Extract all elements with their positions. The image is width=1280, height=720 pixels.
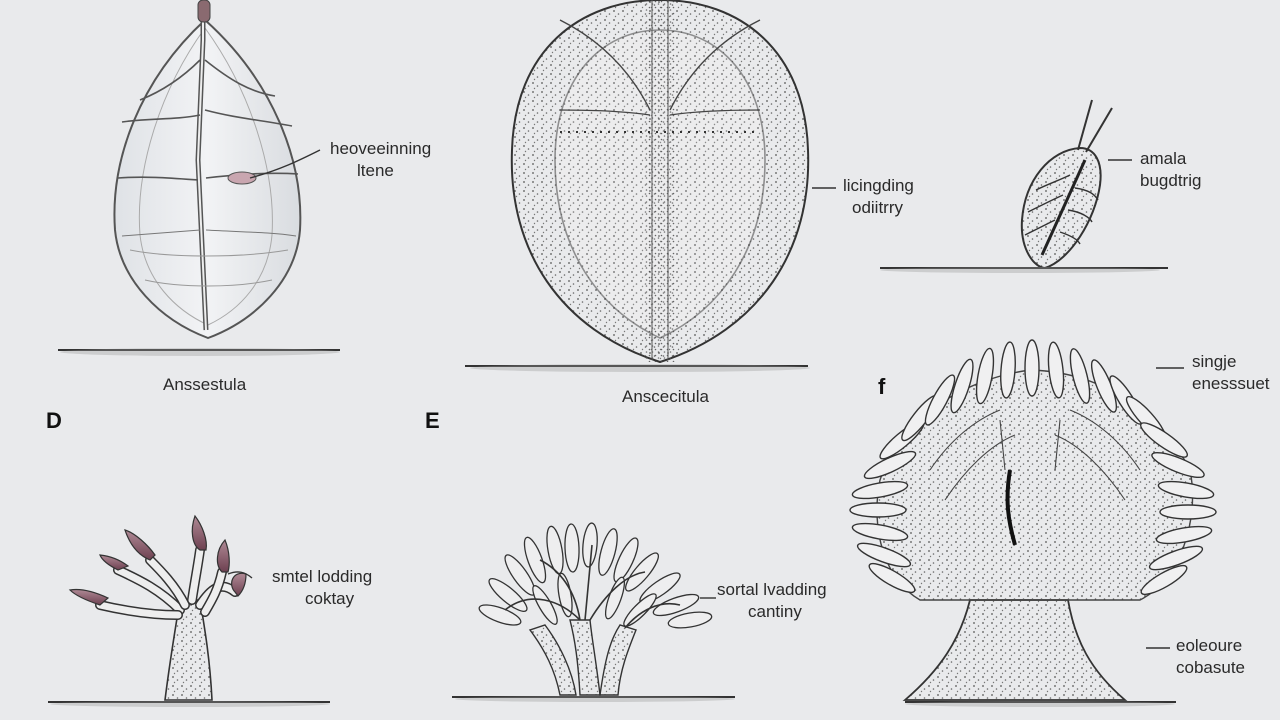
panel-c-callout-line1: amala — [1140, 149, 1187, 168]
panel-c-callout-line2: bugdtrig — [1140, 171, 1202, 190]
panel-a-callout-line1: heoveeinning — [330, 139, 432, 158]
panel-c-seed — [880, 99, 1168, 273]
panel-d-budding — [48, 514, 330, 707]
panel-f-callout-bottom-line2: cobasute — [1176, 658, 1245, 677]
panel-d-letter: D — [46, 408, 62, 433]
panel-b-oval — [465, 0, 836, 372]
panel-f-letter: f — [878, 374, 886, 399]
panel-b-callout-line2: odiitrry — [852, 198, 904, 217]
panel-e-branching — [452, 522, 735, 702]
panel-a-caption: Anssestula — [163, 375, 247, 394]
panel-e-letter: E — [425, 408, 440, 433]
panel-f-callout-top-line2: enesssuet — [1192, 374, 1270, 393]
panel-e-callout-line1: sortal lvadding — [717, 580, 827, 599]
panel-b-caption: Anscecitula — [622, 387, 709, 406]
panel-f-callout-top-line1: singje — [1192, 352, 1237, 371]
panel-f-callout-bottom-line1: eoleoure — [1176, 636, 1243, 655]
panel-a-callout-line2: ltene — [357, 161, 394, 180]
panel-b-callout-line1: licingding — [843, 176, 914, 195]
panel-e-callout-line2: cantiny — [748, 602, 802, 621]
panel-d-callout-line2: coktay — [305, 589, 355, 608]
panel-f-fan — [849, 339, 1217, 707]
panel-a-leaf — [58, 0, 340, 356]
panel-d-callout-line1: smtel lodding — [272, 567, 373, 586]
